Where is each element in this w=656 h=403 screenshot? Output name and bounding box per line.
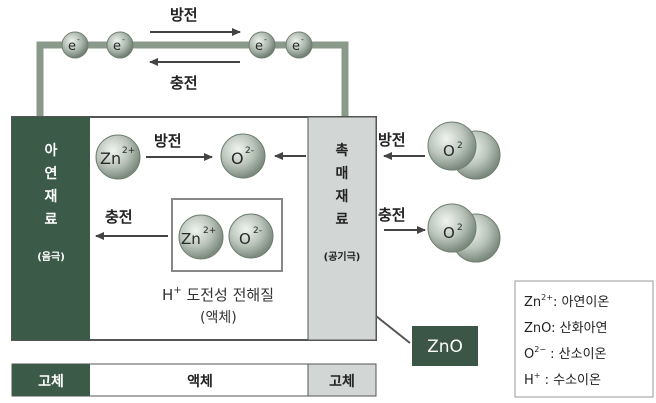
wire-charge-label: 충전 <box>170 74 198 92</box>
cathode-char-1: 촉 <box>336 143 349 159</box>
electrolyte-line2: (액체) <box>200 310 237 326</box>
cell-charge-label: 충전 <box>105 208 133 226</box>
cathode-sub-label: (공기극) <box>324 250 361 263</box>
zno-box <box>412 326 478 366</box>
h-ion-symbol: H <box>162 286 173 304</box>
svg-text:-: - <box>301 35 304 44</box>
right-discharge-label: 방전 <box>378 131 406 149</box>
wire-discharge-label: 방전 <box>170 6 198 24</box>
svg-text:Zn: Zn <box>100 149 121 168</box>
svg-text:Zn: Zn <box>181 230 201 248</box>
o2-molecule-discharge: O 2 <box>427 121 501 180</box>
anode-char-2: 연 <box>45 166 58 182</box>
bottom-bar-left-label: 고체 <box>38 374 64 390</box>
external-wire <box>36 41 349 118</box>
zno-connector <box>375 315 411 344</box>
anode-char-3: 재 <box>45 189 58 205</box>
legend-item: ZnO: 산화아연 <box>524 321 608 336</box>
electrolyte-text: 도전성 전해질 <box>182 286 274 304</box>
svg-text:-: - <box>264 35 267 44</box>
o2-molecule-charge: O 2 <box>427 203 501 263</box>
anode-block <box>12 117 90 340</box>
legend-item: O2− : 산소이온 <box>524 345 607 362</box>
svg-text:e: e <box>113 39 121 54</box>
bottom-bar-solid-right <box>307 363 377 397</box>
svg-text:O: O <box>239 230 251 248</box>
bottom-bar-solid-left <box>12 364 90 396</box>
bottom-bar-middle-label: 액체 <box>187 373 213 390</box>
right-charge-label: 충전 <box>378 206 406 224</box>
svg-text:e: e <box>68 39 76 54</box>
electron-left-2: e - <box>106 31 134 59</box>
zno-complex-box <box>171 198 283 272</box>
cathode-char-2: 매 <box>336 166 349 182</box>
svg-text:2+: 2+ <box>122 146 135 156</box>
svg-text:O: O <box>443 224 455 242</box>
svg-text:-: - <box>122 35 125 44</box>
anode-char-4: 료 <box>45 212 58 228</box>
legend-box <box>514 280 654 398</box>
electron-left-1: e - <box>61 31 89 59</box>
zn-ion-discharge: Zn 2+ <box>95 134 141 180</box>
svg-text:2: 2 <box>457 223 463 233</box>
svg-text:-: - <box>77 35 80 44</box>
zn-ion-charge: Zn 2+ <box>178 214 224 260</box>
electron-right-1: e - <box>248 31 276 59</box>
electrolyte-line1: H+ 도전성 전해질 <box>162 285 274 304</box>
svg-text:2: 2 <box>457 141 463 151</box>
legend-item: H+ : 수소이온 <box>524 371 601 388</box>
o-ion-discharge: O 2- <box>220 133 266 179</box>
svg-text:e: e <box>255 39 263 54</box>
cathode-block <box>307 116 377 341</box>
cell-discharge-label: 방전 <box>154 132 182 150</box>
cathode-char-4: 료 <box>336 212 349 228</box>
svg-text:2-: 2- <box>245 146 254 156</box>
svg-text:O: O <box>231 149 244 168</box>
svg-text:e: e <box>292 39 300 54</box>
cathode-char-3: 재 <box>336 189 349 205</box>
svg-text:2-: 2- <box>253 226 262 236</box>
anode-char-1: 아 <box>45 142 58 159</box>
anode-sub-label: (음극) <box>37 251 65 263</box>
o-ion-charge: O 2- <box>228 213 274 259</box>
svg-text:O: O <box>443 142 455 160</box>
bottom-bar-right-label: 고체 <box>329 374 355 390</box>
zno-box-label: ZnO <box>427 337 463 357</box>
electron-right-2: e - <box>285 31 313 59</box>
h-ion-sup: + <box>173 285 181 296</box>
svg-text:2+: 2+ <box>203 226 216 236</box>
legend-item: Zn2+: 아연이온 <box>524 293 609 310</box>
